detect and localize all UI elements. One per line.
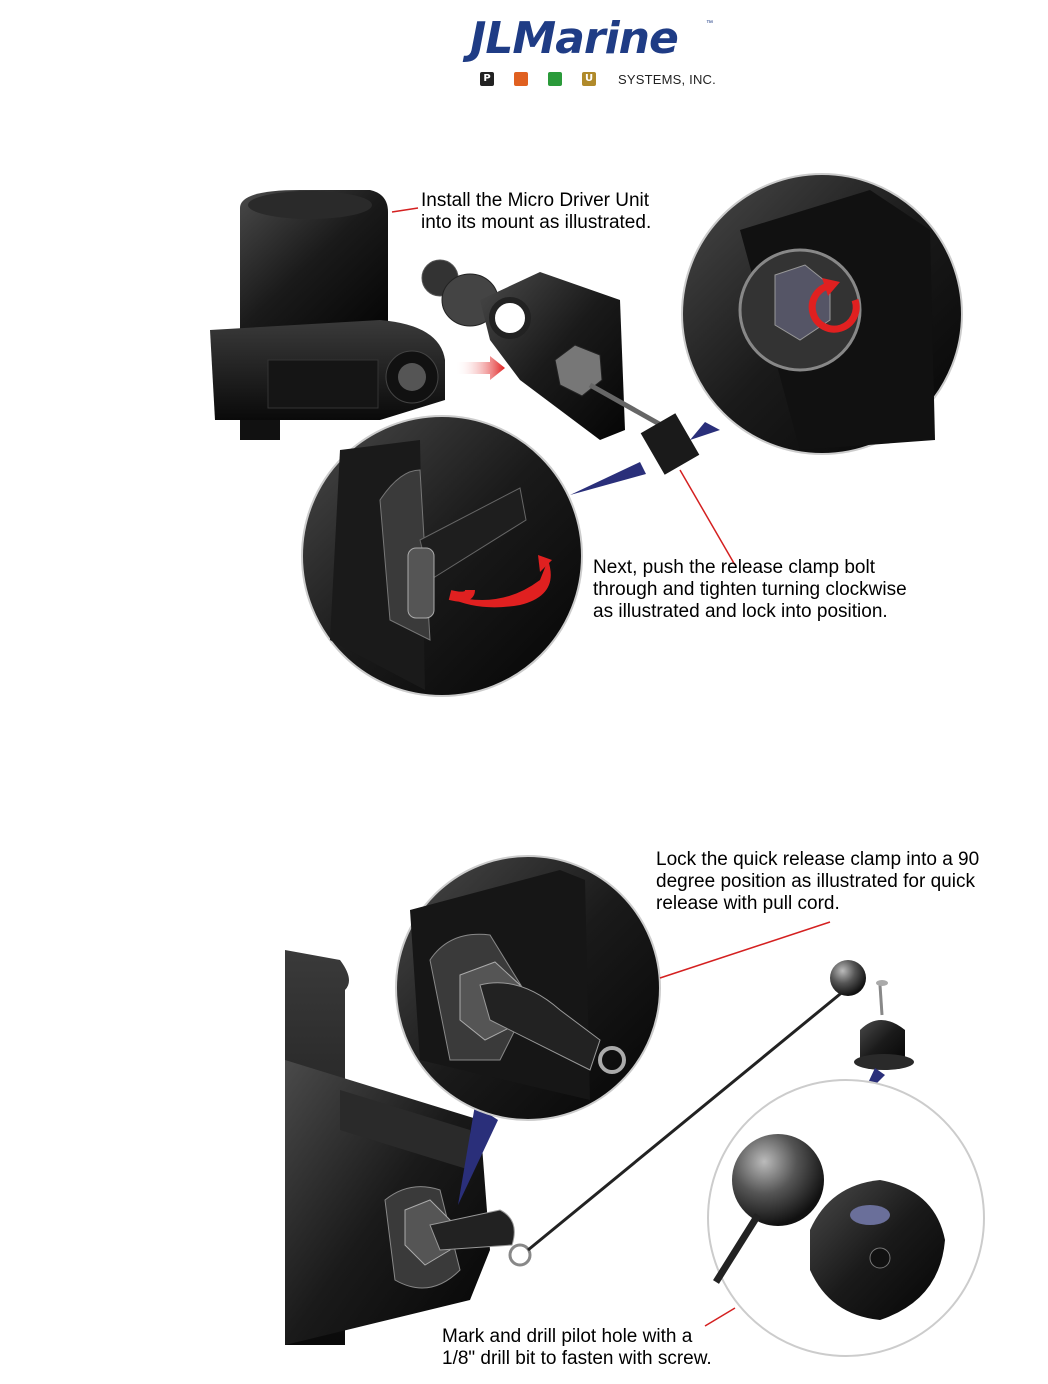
leader-lock: [659, 921, 831, 979]
caption-next-line-2: through and tighten turning clockwise: [593, 579, 907, 600]
badge-u-icon: U: [582, 72, 596, 86]
badge-p-icon: P: [480, 72, 494, 86]
caption-next-line-1: Next, push the release clamp bolt: [593, 557, 875, 578]
micro-driver-unit: [210, 190, 445, 440]
badge-hand-icon: [514, 72, 528, 86]
jlmarine-logo: JLMarine ™ P U SYSTEMS, INC.: [470, 13, 720, 87]
pull-cord: [527, 988, 846, 1252]
logo-brand-text: JLMarine: [470, 13, 679, 64]
leader-next: [679, 469, 736, 566]
caption-drill-line-2: 1/8" drill bit to fasten with screw.: [442, 1348, 712, 1369]
caption-drill-line-1: Mark and drill pilot hole with a: [442, 1326, 693, 1347]
caption-drill: Mark and drill pilot hole with a 1/8" dr…: [442, 1326, 712, 1370]
logo-subtitle: SYSTEMS, INC.: [618, 71, 716, 87]
detail-circle-knob-cleat: [707, 1068, 985, 1357]
detail-circle-bolt: [681, 173, 963, 455]
cord-knob: [830, 960, 866, 996]
caption-next: Next, push the release clamp bolt throug…: [593, 557, 907, 623]
detail-circle-clamp: [301, 415, 646, 697]
logo-badge-row: P U SYSTEMS, INC.: [480, 70, 716, 88]
caption-lock: Lock the quick release clamp into a 90 d…: [656, 849, 979, 915]
caption-lock-line-2: degree position as illustrated for quick: [656, 871, 975, 892]
caption-install-line-1: Install the Micro Driver Unit: [421, 190, 650, 211]
logo-trademark: ™: [706, 20, 713, 27]
insert-arrow: [455, 356, 505, 380]
leader-drill: [704, 1307, 736, 1327]
mount-bracket: [421, 259, 700, 475]
caption-lock-line-3: release with pull cord.: [656, 893, 840, 914]
caption-install: Install the Micro Driver Unit into its m…: [421, 190, 651, 234]
caption-next-line-3: as illustrated and lock into position.: [593, 601, 888, 622]
leader-install: [391, 207, 419, 213]
motor-mount-closeup: [285, 950, 532, 1345]
caption-lock-line-1: Lock the quick release clamp into a 90: [656, 849, 980, 870]
caption-install-line-2: into its mount as illustrated.: [421, 212, 652, 233]
cord-cleat: [854, 980, 914, 1070]
badge-anchor-icon: [548, 72, 562, 86]
detail-circle-clamp-90: [395, 855, 661, 1205]
